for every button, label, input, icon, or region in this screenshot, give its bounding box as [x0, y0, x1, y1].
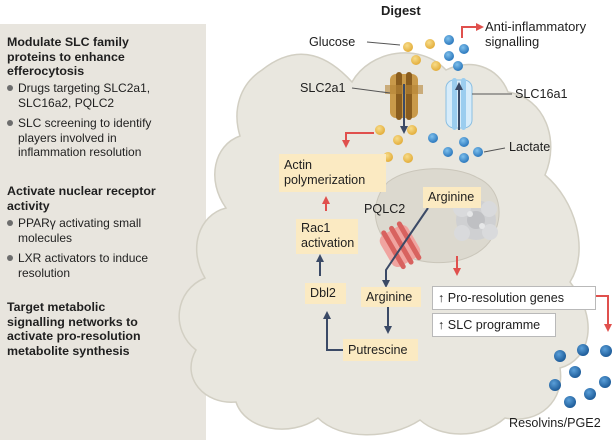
- slc2a1-leader-line: [351, 87, 391, 94]
- sidebar-panel: [0, 24, 206, 440]
- bullet-dot-icon: [7, 255, 13, 261]
- pqlc2-transporter-icon: [379, 221, 422, 270]
- resolvin-molecules: [549, 344, 612, 408]
- bullet-lxr: LXR activators to induce resolution: [7, 251, 148, 280]
- actin-polymerization-box: Actin polymerization: [279, 154, 386, 192]
- arginine-lysosome-box: Arginine: [423, 187, 481, 208]
- section-title-nuclear-receptor: Activate nuclear receptor activity: [7, 184, 156, 213]
- bullet-dot-icon: [7, 85, 13, 91]
- page-title: Digest: [381, 3, 421, 18]
- anti-inflammatory-label: Anti-inflammatory signalling: [485, 19, 587, 49]
- glucose-leader-line: [366, 41, 401, 46]
- section-title-slc: Modulate SLC family proteins to enhance …: [7, 35, 129, 78]
- slc16a1-label: SLC16a1: [515, 87, 568, 101]
- putrescine-dbl2-arrow: [323, 311, 344, 351]
- bullet-dot-icon: [7, 120, 13, 126]
- arginine-cytoplasm-box: Arginine: [361, 287, 421, 307]
- bullet-ppar: PPARγ activating small molecules: [7, 216, 141, 245]
- dbl2-box: Dbl2: [305, 283, 346, 304]
- bullet-drugs: Drugs targeting SLC2a1, SLC16a2, PQLC2: [7, 81, 150, 110]
- lactate-leader-line: [483, 147, 506, 153]
- pqlc2-label: PQLC2: [364, 202, 406, 216]
- rac1-activation-box: Rac1 activation: [296, 219, 358, 254]
- section-title-metabolic: Target metabolic signalling networks to …: [7, 300, 141, 358]
- resolvins-label: Resolvins/PGE2: [509, 416, 601, 430]
- slc2a1-label: SLC2a1: [300, 81, 346, 95]
- glucose-molecules: [375, 39, 441, 163]
- pro-resolution-genes-box: ↑ Pro-resolution genes: [432, 286, 596, 310]
- genes-resolvins-arrow: [596, 295, 612, 332]
- glucose-actin-arrow: [342, 132, 374, 148]
- lactate-molecules: [428, 35, 483, 163]
- arginine-export-arrow: [382, 207, 429, 288]
- bullet-dot-icon: [7, 220, 13, 226]
- apoptotic-cell-icon: [453, 199, 498, 241]
- anti-inflammatory-arrow: [461, 23, 484, 38]
- glucose-label: Glucose: [309, 35, 356, 49]
- slc-programme-box: ↑ SLC programme: [432, 313, 556, 337]
- lactate-label: Lactate: [509, 140, 551, 154]
- bullet-slc-screening: SLC screening to identify players involv…: [7, 116, 151, 160]
- putrescine-box: Putrescine: [343, 339, 418, 361]
